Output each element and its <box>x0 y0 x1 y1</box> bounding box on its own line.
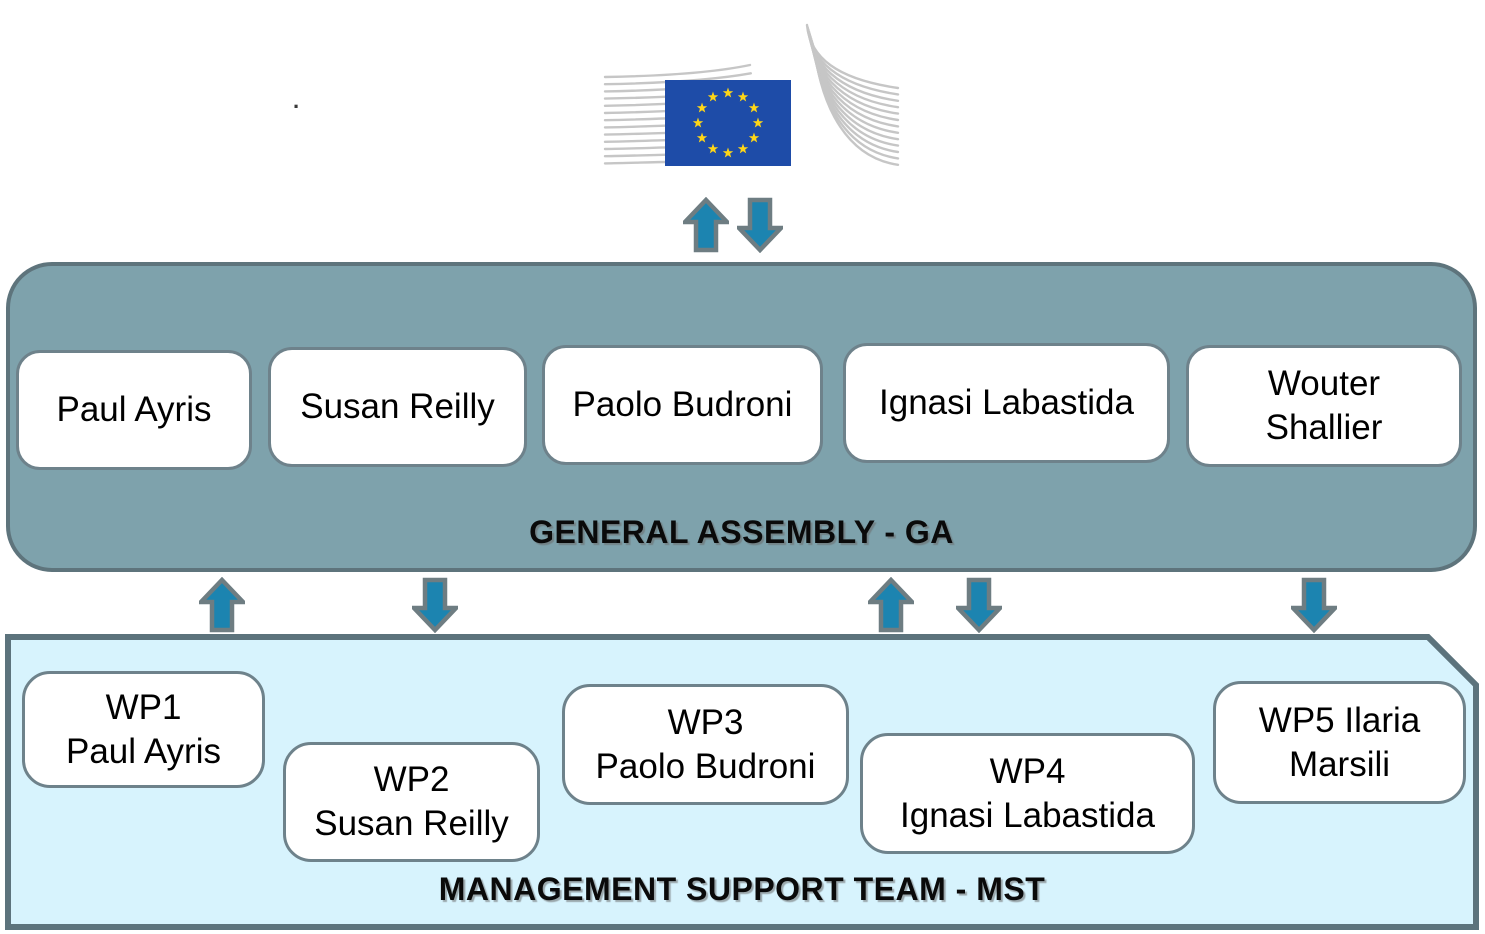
wp-lead: Marsili <box>1288 744 1391 784</box>
down-arrow-icon <box>956 577 1002 633</box>
up-arrow-icon <box>199 577 245 633</box>
logo-curves-right <box>805 23 900 166</box>
ga-member-name: Wouter Shallier <box>1265 364 1383 447</box>
ga-member-box: Wouter Shallier <box>1186 345 1462 467</box>
european-commission-logo <box>603 23 900 166</box>
wp1-box: WP1 Paul Ayris <box>22 671 265 788</box>
up-arrow-icon <box>868 577 914 633</box>
down-arrow-icon <box>412 577 458 633</box>
wp3-box: WP3 Paolo Budroni <box>562 684 849 805</box>
wp-code: WP2 <box>373 760 450 800</box>
wp5-box: WP5 Ilaria Marsili <box>1213 681 1466 804</box>
wp4-box: WP4 Ignasi Labastida <box>860 733 1195 854</box>
ga-member-name: Paolo Budroni <box>572 385 793 425</box>
ga-member-name: Ignasi Labastida <box>879 383 1134 423</box>
down-arrow-icon <box>1291 577 1337 633</box>
wp-lead: Paul Ayris <box>66 731 221 771</box>
ga-member-name: Susan Reilly <box>300 387 495 427</box>
wp-code: WP3 <box>667 702 744 742</box>
wp-lead: Paolo Budroni <box>595 746 816 786</box>
wp-lead: Susan Reilly <box>314 804 509 843</box>
wp-code: WP4 <box>989 751 1066 791</box>
wp-lead: Ignasi Labastida <box>900 795 1155 835</box>
general-assembly-title: GENERAL ASSEMBLY - GA <box>529 514 954 550</box>
ga-member-box: Paolo Budroni <box>542 345 823 465</box>
up-arrow-icon <box>683 197 729 253</box>
wp2-box: WP2 Susan Reilly <box>283 742 540 862</box>
ga-member-box: Ignasi Labastida <box>843 343 1170 463</box>
wp-code: WP1 <box>105 687 182 727</box>
mst-title: MANAGEMENT SUPPORT TEAM - MST <box>438 871 1046 907</box>
ga-member-name: Paul Ayris <box>56 390 212 430</box>
ga-member-box: Paul Ayris <box>16 350 252 470</box>
down-arrow-icon <box>737 197 783 253</box>
wp-code: WP5 Ilaria <box>1258 700 1421 740</box>
stray-mark: . <box>293 88 300 113</box>
ga-member-box: Susan Reilly <box>268 347 527 467</box>
